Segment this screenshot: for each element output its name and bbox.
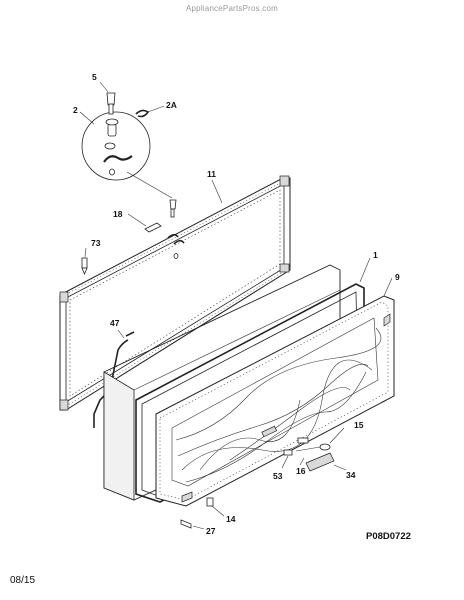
callout-1: 1 — [373, 250, 378, 260]
part-15-sensor — [295, 427, 345, 452]
callout-9: 9 — [395, 272, 400, 282]
callout-27: 27 — [206, 526, 216, 536]
date-code: 08/15 — [10, 575, 36, 586]
callout-47: 47 — [110, 318, 120, 328]
part-53-16-parts — [281, 449, 305, 469]
part-2a-clip — [135, 105, 165, 118]
callout-15: 15 — [354, 420, 364, 430]
part-18-handle — [127, 213, 162, 233]
hinge-hardware — [167, 199, 185, 259]
part-14-clip — [206, 497, 225, 517]
callout-11: 11 — [207, 169, 216, 179]
part-9-outer-door — [155, 277, 395, 507]
part-11-door-frame — [59, 175, 291, 411]
part-5-bolt — [99, 81, 116, 115]
callout-73: 73 — [91, 238, 101, 248]
watermark: AppliancePartsPros.com — [186, 4, 278, 13]
callout-5: 5 — [92, 72, 97, 82]
door-liner — [103, 264, 341, 501]
callout-18: 18 — [113, 209, 123, 219]
hinge-detail-circle — [81, 111, 173, 199]
callout-2: 2 — [73, 105, 78, 115]
part-34-cover — [305, 452, 347, 472]
diagram-code: P08D0722 — [366, 531, 411, 542]
part-73-screw — [81, 247, 88, 276]
callout-2a: 2A — [166, 100, 177, 110]
callout-14: 14 — [226, 514, 236, 524]
callout-16: 16 — [296, 466, 306, 476]
part-27-screw — [180, 519, 205, 530]
callout-53: 53 — [273, 471, 283, 481]
callout-34: 34 — [346, 470, 356, 480]
